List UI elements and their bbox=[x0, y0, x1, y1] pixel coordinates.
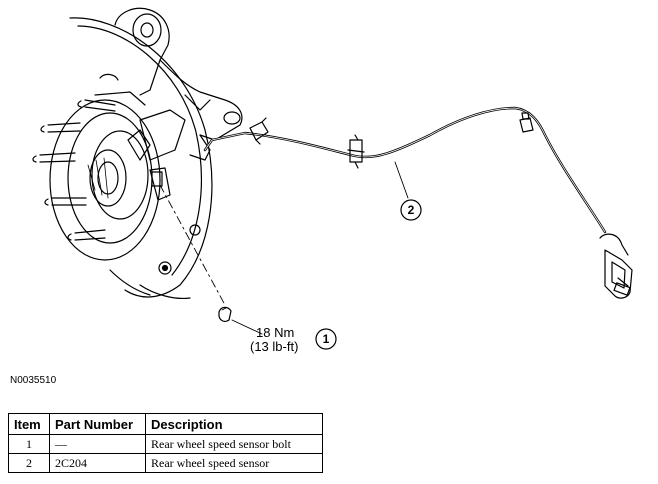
bolt-axis-line bbox=[159, 184, 226, 306]
sensor-bracket bbox=[94, 73, 186, 201]
hub-knuckle-sensor-illustration bbox=[32, 7, 633, 350]
header-description: Description bbox=[145, 413, 323, 435]
table-row: 2 2C204 Rear wheel speed sensor bbox=[8, 453, 323, 473]
figure-id: N0035510 bbox=[10, 375, 57, 386]
row-part-number: — bbox=[49, 434, 146, 454]
row-description: Rear wheel speed sensor bolt bbox=[145, 434, 323, 454]
header-item: Item bbox=[8, 413, 50, 435]
sensor-connector bbox=[599, 233, 633, 299]
callout-2-number: 2 bbox=[407, 203, 415, 217]
sensor-cable bbox=[203, 106, 607, 234]
wheel-hub bbox=[32, 99, 161, 261]
callout-1-leader bbox=[231, 319, 263, 335]
row-item: 2 bbox=[8, 453, 50, 473]
parts-table: Item Part Number Description 1 — Rear wh… bbox=[8, 413, 323, 473]
steering-knuckle bbox=[114, 7, 243, 161]
header-part-number: Part Number bbox=[49, 413, 146, 435]
torque-value-imperial: (13 lb-ft) bbox=[250, 339, 299, 354]
parts-table-header-row: Item Part Number Description bbox=[8, 413, 323, 435]
row-part-number: 2C204 bbox=[49, 453, 146, 473]
callout-2-leader bbox=[394, 161, 409, 199]
callout-1-number: 1 bbox=[322, 332, 330, 346]
callout-bubble-2 bbox=[400, 199, 422, 221]
sensor-bolt bbox=[218, 306, 232, 322]
callout-bubble-1 bbox=[315, 328, 337, 350]
row-description: Rear wheel speed sensor bbox=[145, 453, 323, 473]
torque-value-metric: 18 Nm bbox=[256, 325, 295, 340]
table-row: 1 — Rear wheel speed sensor bolt bbox=[8, 434, 323, 454]
row-item: 1 bbox=[8, 434, 50, 454]
